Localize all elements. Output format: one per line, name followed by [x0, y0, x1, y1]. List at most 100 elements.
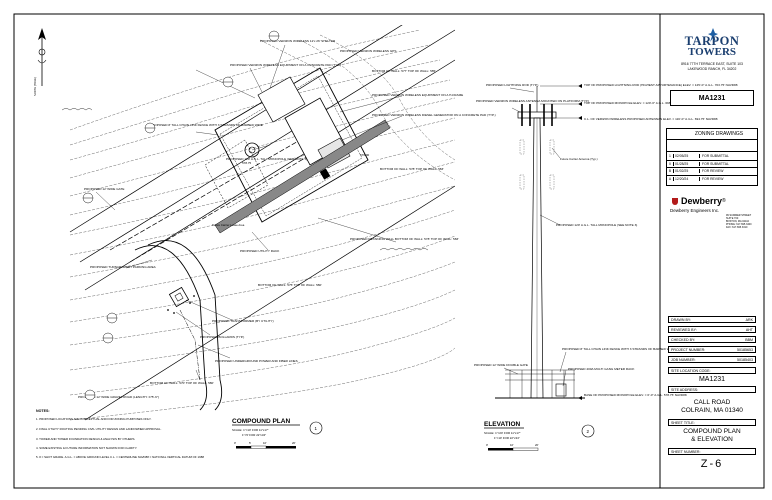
notes-title: NOTES: [36, 409, 50, 413]
fenced-compound [204, 67, 369, 223]
revision-blank [667, 139, 757, 152]
revision-number: 0 [667, 161, 674, 166]
elev-label-gate: PROPOSED 12' WIDE DOUBLE GATE [474, 363, 528, 367]
engineer-name: Dewberry [681, 196, 723, 206]
elev-label-meter: PROPOSED 400A MULTI GANG METER RACK [568, 367, 635, 371]
revision-row: A 12/20/24 FOR REVIEW [667, 176, 757, 183]
field-label: SITE LOCATION CODE: [671, 368, 711, 373]
label-access-road: PROPOSED 12' WIDE GRAVEL ROAD (LENGTH: ±… [78, 395, 159, 399]
detail-callouts [82, 30, 280, 401]
dewberry-logo-icon [672, 197, 678, 205]
engineer-address: 99 SUMMER STREET SUITE 700 BOSTON, MA 02… [726, 214, 752, 229]
field-label: DRAWN BY: [671, 317, 692, 322]
label-verizon-pad: PROPOSED VERIZON WIRELESS EQUIPMENT ON A… [230, 63, 341, 67]
elev-label-antenna: PROPOSED VERIZON WIRELESS ANTENNA MOUNTE… [476, 99, 589, 103]
note-4: 4. SOME EXISTING & FUTURE INFORMATION NO… [36, 446, 137, 450]
revision-row: 0 01/28/25 FOR SUBMITTAL [667, 161, 757, 168]
revision-date: 12/20/24 [674, 176, 700, 181]
label-bottom-wall-4: BOTTOM OF WALL: 570' TOP OF WALL: 580' [150, 381, 214, 385]
field-value: 50185403 [737, 357, 753, 362]
label-utility-rack: PROPOSED UTILITY RACK [240, 249, 280, 253]
revision-date: 01/28/25 [674, 161, 700, 166]
elev-scale-tick: 10' [510, 443, 514, 447]
elevation-number: 2 [587, 429, 590, 434]
note-2: 2. FINAL UTILITY ROUTING PENDING CIVIL U… [36, 427, 162, 431]
elev-label-future-carrier: Future Carrier Antenna (Typ.) [560, 157, 598, 161]
label-bollards: PROPOSED BOLLARDS (TYP.) [200, 335, 244, 339]
revision-desc: FOR REVIEW [702, 176, 724, 181]
elev-label-base: BASE OF PROPOSED MONOPOLE ELEV. = 0'-0" … [584, 393, 687, 397]
field-site-address-label: SITE ADDRESS: [668, 386, 756, 393]
field-project-number: PROJECT NUMBER: 50185653 [668, 346, 756, 353]
contour-lines [69, 29, 455, 421]
label-generator: PROPOSED VERIZON WIRELESS DIESEL GENERAT… [372, 113, 496, 117]
plan-scale-tick: 0' [234, 441, 237, 445]
elev-label-top-monopole: TOP OF PROPOSED MONOPOLE ELEV. = 120'-0"… [584, 101, 688, 105]
field-label: SITE ADDRESS: [671, 387, 699, 392]
plan-annotations: PROPOSED VERIZON WIRELESS 12'x 26' SHELT… [78, 39, 496, 399]
revision-desc: FOR SUBMITTAL [702, 154, 729, 159]
label-turnaround: PROPOSED TURNAROUND / PARKING AREA [90, 265, 157, 269]
elevation-scale-bar: 0' 10' 20' [486, 443, 539, 451]
label-gps: PROPOSED VERIZON WIRELESS GPS [340, 49, 396, 53]
sheet-border [13, 13, 765, 489]
label-retaining-wall: PROPOSED RETAINING WALL BOTTOM OF WALL: … [350, 237, 459, 241]
field-label: CHECKED BY: [671, 337, 696, 342]
revision-date: 02/05/25 [674, 154, 700, 159]
plan-scale-tick: 5' [249, 441, 252, 445]
elev-label-fence: PROPOSED 8' TALL CHAIN LINK FENCE WITH 3… [562, 347, 675, 351]
label-verizon-shelter: PROPOSED VERIZON WIRELESS 12'x 26' SHELT… [260, 39, 336, 43]
revision-table: ZONING DRAWINGS 1 02/05/25 FOR SUBMITTAL… [666, 128, 758, 186]
brand-address-1: 8916 77TH TERRACE EAST, SUITE 103 [681, 62, 743, 66]
note-1: 1. PROPOSED LOCATIONS ARE CONCEPTUAL AND… [36, 417, 152, 421]
elevation-scale-1: SCALE: 1"=20' FOR 11"x17" [484, 431, 521, 435]
field-checked-by: CHECKED BY:BBM [668, 336, 756, 343]
note-3: 3. TOWER AND TOWER FOUNDATION DESIGN & A… [36, 437, 135, 441]
seal-area [666, 244, 758, 306]
label-gate: PROPOSED 12' WIDE GATE [84, 187, 124, 191]
label-bottom-wall-1: BOTTOM OF WALL: 577' TOP OF WALL: 585' [372, 69, 436, 73]
label-bottom-wall-3: BOTTOM OF WALL: 575' TOP OF WALL: 580' [258, 283, 322, 287]
brand-name-2: TOWERS [687, 46, 737, 58]
brand-name-1: TARPON [684, 34, 740, 48]
field-sheet-number-label: SHEET NUMBER: [668, 448, 756, 455]
field-site-location-label: SITE LOCATION CODE: [668, 367, 756, 374]
elevation-title-text: ELEVATION [484, 421, 521, 428]
label-fence: PROPOSED 8' TALL CHAIN LINK FENCE WITH 3… [150, 123, 263, 127]
label-verizon-equip: PROPOSED VERIZON WIRELESS EQUIPMENT ON A… [372, 93, 463, 97]
revision-date: 01/02/25 [674, 169, 700, 174]
elevation-drawing [495, 84, 585, 400]
site-address-2: COLRAIN, MA 01340 [681, 407, 743, 414]
plan-scale-bar: 0' 5' 10' 20' [234, 441, 296, 449]
title-fields: DRAWN BY:ARK REVIEWED BY:AHT CHECKED BY:… [668, 316, 756, 470]
field-value: 50185653 [737, 347, 753, 352]
label-bottom-wall-2: BOTTOM OF WALL: 578' TOP OF WALL: 583' [380, 167, 444, 171]
label-transformer: PROPOSED TRANSFORMER (BY UTILITY) [212, 319, 274, 323]
compound-plan-title-text: COMPOUND PLAN [232, 418, 290, 425]
revision-number: B [667, 169, 674, 174]
label-underground: PROPOSED UNDERGROUND POWER AND FIBER LIN… [215, 359, 298, 363]
revision-number: A [667, 176, 674, 181]
elev-label-monopole: PROPOSED 120' A.G.L. TALL MONOPOLE (SEE … [556, 223, 637, 227]
field-value: ARK [745, 317, 753, 322]
revision-desc: FOR SUBMITTAL [702, 161, 729, 166]
brand-logo: TARPON TOWERS 8916 77TH TERRACE EAST, SU… [664, 18, 760, 71]
elevation-scale-2: 1"=10' FOR 22"x34" [494, 436, 520, 440]
plan-scale-tick: 20' [292, 441, 296, 445]
field-label: SHEET TITLE: [671, 420, 695, 425]
label-elev-2: 576.00 [360, 153, 370, 157]
field-label: PROJECT NUMBER: [671, 347, 706, 352]
compound-plan [61, 25, 455, 421]
compound-plan-title: COMPOUND PLAN SCALE: 1"=10' FOR 11"x17" … [232, 418, 323, 449]
drawings-title: ZONING DRAWINGS [667, 129, 757, 140]
compound-plan-scale-1: SCALE: 1"=10' FOR 11"x17" [232, 428, 269, 432]
revision-desc: FOR REVIEW [702, 169, 724, 174]
revision-row: B 01/02/25 FOR REVIEW [667, 168, 757, 176]
north-label: NORTH (TRUE) [33, 77, 37, 96]
brand-address-2: LAKEWOOD RANCH, FL 34202 [687, 67, 737, 71]
retaining-wall [214, 119, 391, 234]
general-notes: NOTES: 1. PROPOSED LOCATIONS ARE CONCEPT… [36, 409, 204, 459]
elev-scale-tick: 20' [535, 443, 539, 447]
field-label: JOB NUMBER: [671, 357, 696, 362]
access-road [69, 25, 455, 421]
